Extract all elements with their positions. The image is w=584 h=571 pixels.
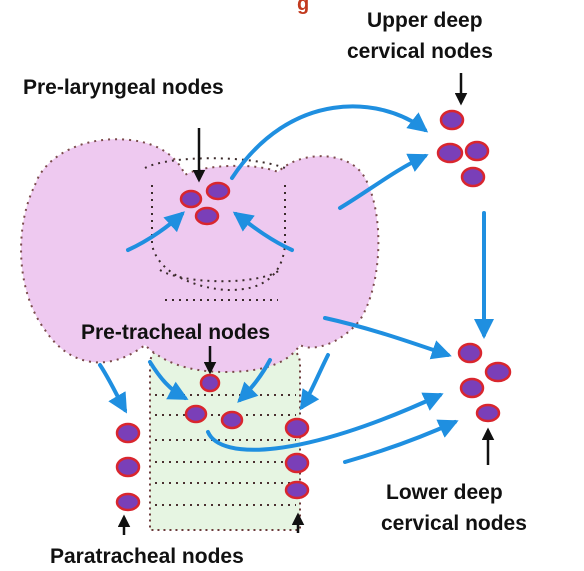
node-paratracheal [117,494,139,510]
node-prelaryngeal [196,208,218,224]
node-upper-deep [441,111,463,129]
node-lower-deep [459,344,481,362]
node-prelaryngeal [207,183,229,199]
node-paratracheal [117,458,139,476]
node-paratracheal [286,482,308,498]
node-pretracheal [186,406,206,422]
lower-deep-label-line1: Lower deep [386,481,503,504]
node-paratracheal [286,454,308,472]
node-lower-deep [477,405,499,421]
upper-deep-label-line1: Upper deep [367,9,483,32]
upper-deep-label-line2: cervical nodes [347,40,493,63]
node-pretracheal [201,375,219,391]
cropped-header-text: g [297,0,309,15]
node-paratracheal [286,419,308,437]
node-upper-deep [438,144,462,162]
arrow-thyroid-to-lower-deep [325,318,448,355]
arrow-thyroid-to-paratracheal-left [100,365,125,410]
pre-tracheal-label: Pre-tracheal nodes [81,321,270,344]
node-lower-deep [461,379,483,397]
lower-deep-label-line2: cervical nodes [381,512,527,535]
node-upper-deep [466,142,488,160]
node-upper-deep [462,168,484,186]
node-lower-deep [486,363,510,381]
pre-laryngeal-label: Pre-laryngeal nodes [23,76,224,99]
node-pretracheal [222,412,242,428]
paratracheal-label: Paratracheal nodes [50,545,244,568]
node-prelaryngeal [181,191,201,207]
arrow-thyroid-to-paratracheal-right [302,355,328,407]
node-paratracheal [117,424,139,442]
